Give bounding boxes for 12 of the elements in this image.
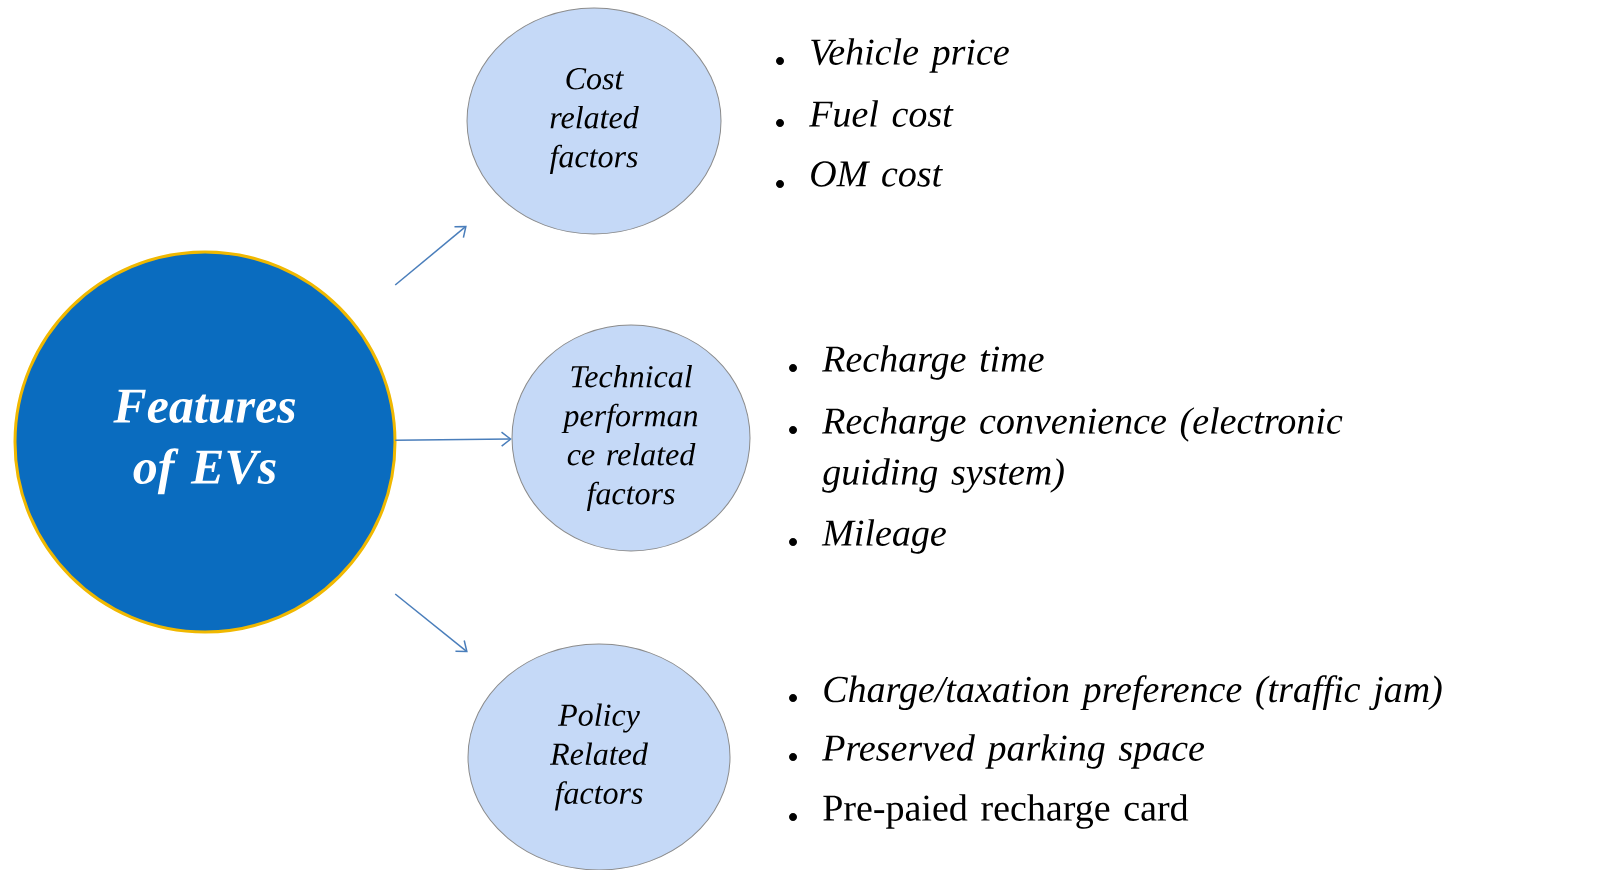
arrow [394, 225, 467, 286]
bullet-item: Pre-paied recharge card [789, 794, 1189, 829]
bullet-item: Preserved parking space [789, 734, 1205, 769]
bullet-item: Vehicle price [776, 38, 1009, 73]
bullet-item: Recharge convenience (electronic guiding system) [789, 407, 1343, 493]
bullet-item: Fuel cost [776, 100, 954, 127]
bullet-item: Charge/taxation preference (traffic jam) [789, 675, 1442, 711]
arrow [394, 593, 468, 653]
arrow [394, 431, 512, 447]
bullet-item: Recharge time [789, 345, 1044, 380]
bullet-item: OM cost [776, 161, 943, 188]
bullet-item: Mileage [789, 519, 946, 554]
